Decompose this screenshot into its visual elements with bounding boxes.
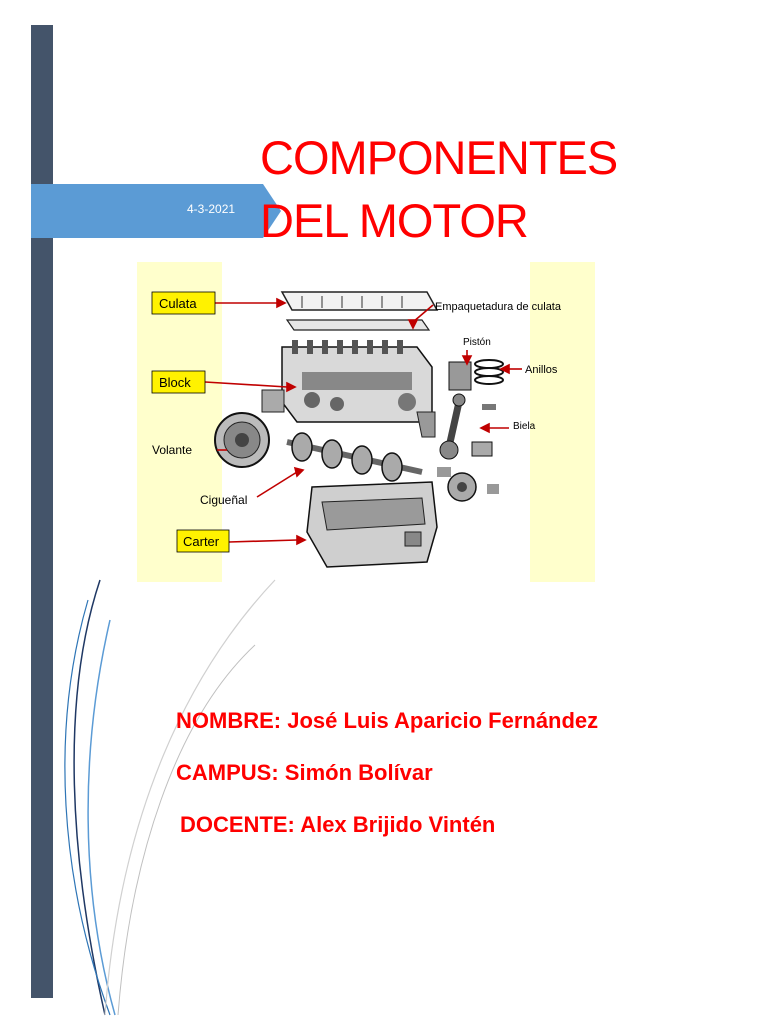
decorative-swoosh	[64, 579, 276, 1016]
carter-part	[306, 481, 438, 568]
docente-value: Alex Brijido Vintén	[300, 812, 496, 837]
diagram-left-panel	[137, 262, 222, 582]
volante-part	[214, 412, 270, 468]
nombre-value: José Luis Aparicio Fernández	[287, 708, 599, 733]
biela-label: Biela	[513, 421, 536, 432]
cover-date: 4-3-2021	[187, 202, 236, 216]
ciguenal-label: Cigueñal	[200, 493, 247, 507]
carter-label: Carter	[183, 534, 220, 549]
title-line-1: COMPONENTES	[260, 131, 618, 184]
culata-part	[280, 291, 439, 311]
campus-line: CAMPUS: Simón Bolívar	[176, 760, 433, 786]
piston-label: Pistón	[463, 337, 491, 348]
block-label: Block	[159, 375, 191, 390]
volante-label: Volante	[152, 443, 192, 457]
title-line-2: DEL MOTOR	[260, 194, 529, 247]
carter-label-box	[176, 529, 230, 553]
ciguenal-part	[286, 432, 423, 482]
docente-label: DOCENTE:	[180, 812, 295, 837]
student-name-line: NOMBRE: José Luis Aparicio Fernández	[176, 708, 598, 734]
page-title: COMPONENTES DEL MOTOR	[260, 126, 618, 252]
docente-line: DOCENTE: Alex Brijido Vintén	[180, 812, 495, 838]
engine-diagram: Culata Block Volante Cigueñal Carter Emp…	[137, 262, 595, 582]
culata-label-box	[151, 291, 216, 315]
date-banner	[31, 184, 281, 238]
block-label-box	[151, 370, 206, 394]
campus-value: Simón Bolívar	[284, 760, 433, 785]
empaquetadura-label: Empaquetadura de culata	[435, 301, 562, 313]
biela-part	[439, 393, 496, 460]
cover-spine-bar	[31, 25, 53, 998]
culata-label: Culata	[159, 296, 197, 311]
anillos-label: Anillos	[525, 364, 558, 376]
nombre-label: NOMBRE:	[176, 708, 282, 733]
gasket-part	[285, 319, 431, 331]
campus-label: CAMPUS:	[176, 760, 279, 785]
block-part	[261, 340, 436, 438]
diagram-right-panel	[530, 262, 595, 582]
pulley-part	[437, 467, 499, 502]
piston-part	[448, 359, 504, 391]
